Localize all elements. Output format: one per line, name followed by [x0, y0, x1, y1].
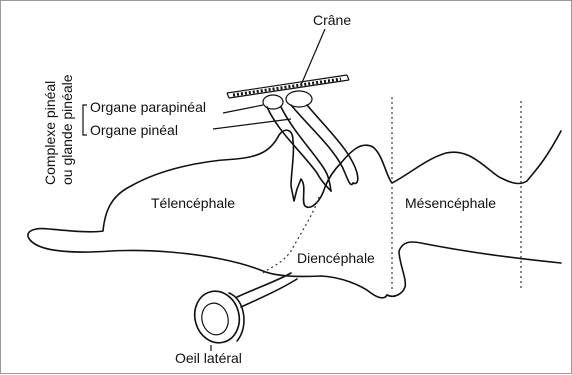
lateral-eye: [189, 273, 297, 348]
label-crane: Crâne: [313, 12, 351, 28]
parapineal-leader: [223, 105, 263, 113]
label-organe-pineal: Organe pinéal: [90, 122, 178, 138]
pineal-complex-bracket: [83, 105, 87, 135]
label-telencephale: Télencéphale: [151, 195, 235, 211]
skull-pointer: [301, 29, 325, 85]
label-oeil-lateral: Oeil latéral: [175, 350, 242, 366]
pineal-organ: [286, 91, 358, 185]
label-mesencephale: Mésencéphale: [405, 195, 496, 211]
label-complexe-pineal-line2: ou glande pinéale: [59, 74, 75, 185]
label-organe-parapineal: Organe parapinéal: [90, 99, 206, 115]
label-diencephale: Diencéphale: [297, 250, 375, 266]
label-complexe-pineal-line1: Complexe pinéal: [42, 81, 58, 185]
diencephalon-floor: [387, 242, 561, 296]
